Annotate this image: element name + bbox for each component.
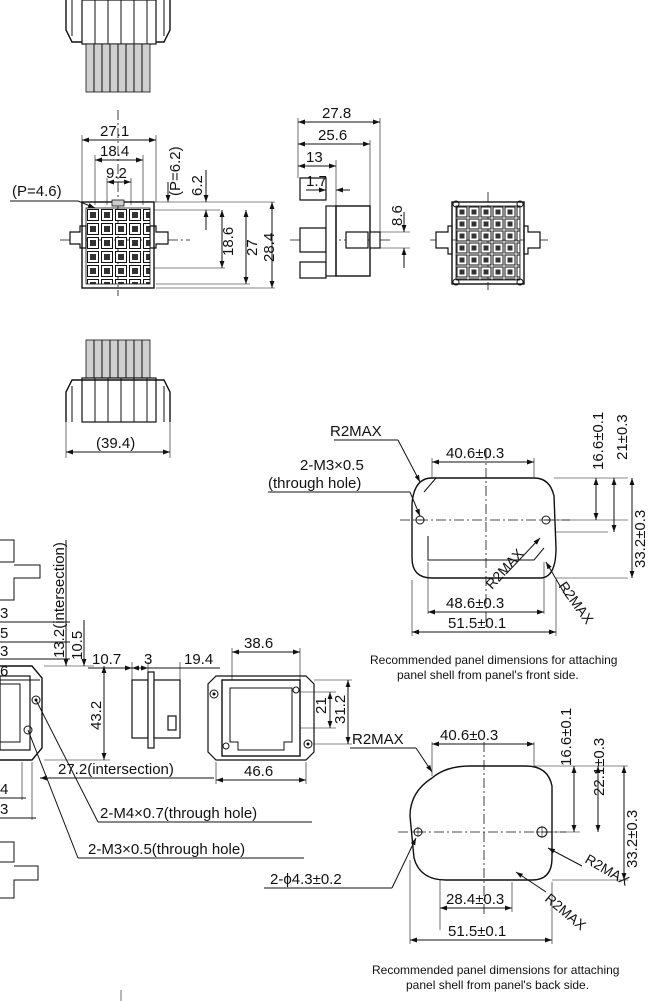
dim-27-1: 27.1 bbox=[100, 123, 129, 140]
callout-m4: 2-M4×0.7(through hole) bbox=[100, 805, 257, 822]
dim-13: 13 bbox=[306, 149, 323, 166]
side-view bbox=[290, 177, 390, 279]
dim-27: 27 bbox=[244, 239, 261, 256]
dim-21: 21 bbox=[313, 697, 330, 714]
back-panel-cutout: R2MAX 40.6±0.3 16.6±0.1 22.1±0.3 33.2±0.… bbox=[264, 708, 641, 992]
dim-8-6: 8.6 bbox=[389, 205, 406, 226]
front-h16-6: 16.6±0.1 bbox=[590, 412, 607, 470]
dim-fragment-4: 4 bbox=[0, 781, 8, 798]
back-w51-5: 51.5±0.1 bbox=[448, 923, 506, 940]
dim-fragment-3a: 3 bbox=[0, 605, 8, 622]
side-view-dimensions: 27.8 25.6 13 1.7 8.6 bbox=[297, 105, 410, 268]
back-r2max-top: R2MAX bbox=[352, 731, 404, 748]
dim-39-4: (39.4) bbox=[96, 435, 135, 452]
dim-fragment-3b: 3 bbox=[0, 643, 8, 660]
back-h16-6: 16.6±0.1 bbox=[558, 708, 575, 766]
dim-10-5: 10.5 bbox=[69, 631, 86, 660]
back-caption-line2: panel shell from panel's back side. bbox=[406, 978, 589, 992]
panel-shell-left bbox=[0, 539, 43, 899]
back-h22-1: 22.1±0.3 bbox=[591, 738, 608, 796]
front-r2max-inner: R2MAX bbox=[482, 545, 527, 592]
front-r2max-top: R2MAX bbox=[330, 423, 382, 440]
front-w40-6: 40.6±0.3 bbox=[446, 445, 504, 462]
top-connector-view bbox=[65, 0, 171, 93]
dim-pitch-vertical: (P=6.2) bbox=[167, 146, 184, 196]
front-panel-cutout: R2MAX 2-M3×0.5 (through hole) 40.6±0.3 1… bbox=[268, 412, 648, 682]
front-m3-line1: 2-M3×0.5 bbox=[300, 457, 364, 474]
front-caption-line1: Recommended panel dimensions for attachi… bbox=[370, 653, 617, 667]
dim-1-7: 1.7 bbox=[306, 173, 327, 190]
front-r2max-outer: R2MAX bbox=[556, 578, 598, 627]
dim-38-6: 38.6 bbox=[244, 635, 273, 652]
front-view-dimensions: 27.1 18.4 9.2 (P=4.6) (P=6.2) 6.2 18.6 2… bbox=[10, 123, 278, 289]
back-hole-diameter: 2-ϕ4.3±0.2 bbox=[270, 871, 342, 888]
back-h33-2: 33.2±0.3 bbox=[624, 810, 641, 868]
front-w51-5: 51.5±0.1 bbox=[448, 615, 506, 632]
back-w28-4: 28.4±0.3 bbox=[446, 891, 504, 908]
bracket-side-view: 10.7 3 19.4 bbox=[88, 651, 220, 749]
dim-19-4: 19.4 bbox=[184, 651, 213, 668]
dim-27-2-intersection: 27.2(intersection) bbox=[58, 761, 174, 778]
back-w40-6: 40.6±0.3 bbox=[440, 727, 498, 744]
dim-9-2: 9.2 bbox=[106, 165, 127, 182]
dim-46-6: 46.6 bbox=[244, 763, 273, 780]
dim-10-7: 10.7 bbox=[92, 651, 121, 668]
bottom-connector-view: (39.4) bbox=[65, 339, 171, 458]
dim-pitch-horizontal: (P=4.6) bbox=[12, 183, 62, 200]
dim-13-2-intersection: 13.2(intersection) bbox=[51, 542, 68, 658]
dim-28-4: 28.4 bbox=[261, 233, 278, 262]
dim-43-2: 43.2 bbox=[88, 701, 105, 730]
front-m3-line2: (through hole) bbox=[268, 475, 361, 492]
callout-m3: 2-M3×0.5(through hole) bbox=[88, 841, 245, 858]
dim-31-2: 31.2 bbox=[332, 695, 349, 724]
rear-view bbox=[430, 192, 550, 290]
front-caption-line2: panel shell from panel's front side. bbox=[397, 668, 579, 682]
dim-fragment-3c: 3 bbox=[0, 801, 8, 818]
back-caption-line1: Recommended panel dimensions for attachi… bbox=[372, 963, 619, 977]
dim-27-8: 27.8 bbox=[322, 105, 351, 122]
dim-25-6: 25.6 bbox=[318, 127, 347, 144]
dim-3: 3 bbox=[144, 651, 152, 668]
dim-fragment-6: 6 bbox=[0, 663, 8, 680]
front-h21: 21±0.3 bbox=[614, 414, 631, 460]
dim-18-6: 18.6 bbox=[220, 227, 237, 256]
shell-front-view: 38.6 21 31.2 46.6 27.2(intersection) bbox=[40, 635, 352, 784]
back-r2max-bottom: R2MAX bbox=[542, 890, 590, 934]
panel-shell-left-dimensions: 3 5 3 6 13.2(intersection) 10.5 43.2 4 3… bbox=[0, 540, 312, 859]
dim-6-2: 6.2 bbox=[189, 175, 206, 196]
front-h33-2: 33.2±0.3 bbox=[632, 510, 648, 568]
dim-18-4: 18.4 bbox=[100, 143, 129, 160]
front-view bbox=[60, 110, 190, 296]
front-w48-6: 48.6±0.3 bbox=[446, 595, 504, 612]
dim-fragment-5: 5 bbox=[0, 625, 8, 642]
